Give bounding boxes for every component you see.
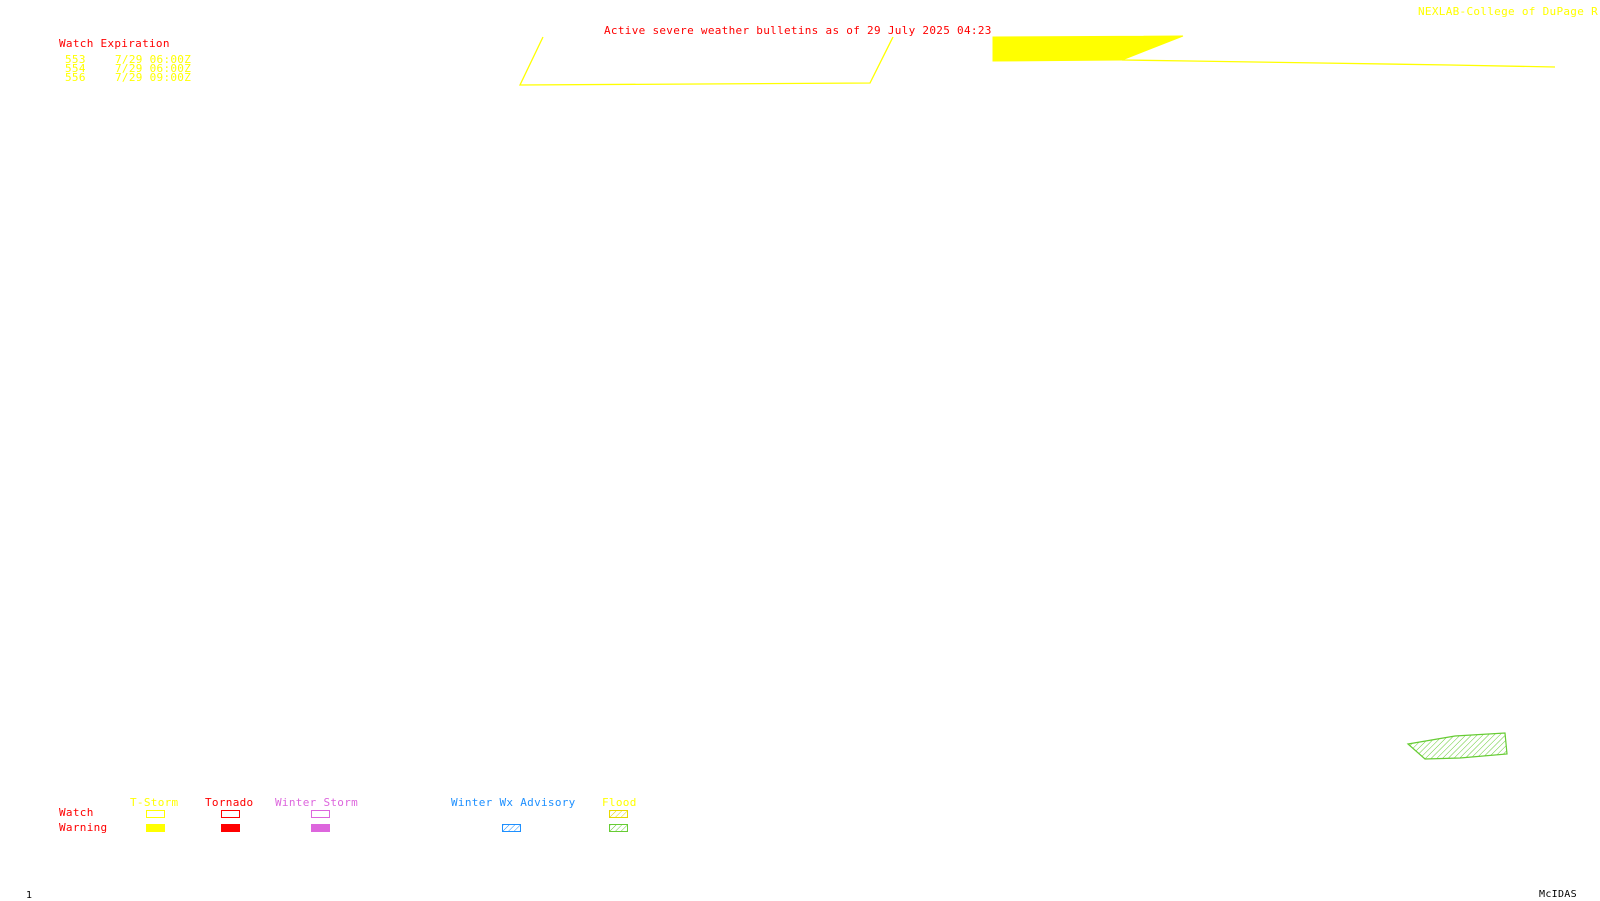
legend-category-flood: Flood — [602, 796, 637, 809]
watch-expiration-time: 7/29 06:00Z — [115, 62, 192, 75]
winter-wx-advisory-swatch — [502, 824, 521, 832]
tstorm-warning-polygon — [992, 35, 1184, 62]
software-label: McIDAS — [1539, 889, 1577, 900]
tornado-warning-swatch — [221, 824, 240, 832]
legend-row-watch: Watch — [59, 806, 94, 819]
credit-label: NEXLAB-College of DuPage R — [1418, 5, 1598, 18]
bulletin-title: Active severe weather bulletins as of 29… — [604, 24, 992, 37]
legend-category-tornado: Tornado — [205, 796, 254, 809]
tstorm-watch-swatch — [146, 810, 165, 818]
watch-expiration-heading: Watch Expiration — [59, 37, 170, 50]
legend-category-winter-wx-advisory: Winter Wx Advisory — [451, 796, 576, 809]
legend-category-tstorm: T-Storm — [130, 796, 179, 809]
flood-warning-swatch — [609, 824, 628, 832]
flood-warning-polygon — [1406, 732, 1508, 760]
flood-watch-swatch — [609, 810, 628, 818]
watch-expiration-time: 7/29 09:00Z — [115, 71, 192, 84]
tornado-watch-swatch — [221, 810, 240, 818]
watch-number: 554 — [65, 62, 86, 75]
legend-row-warning: Warning — [59, 821, 108, 834]
watch-number: 556 — [65, 71, 86, 84]
winter-storm-warning-swatch — [311, 824, 330, 832]
winter-storm-watch-swatch — [311, 810, 330, 818]
watch-expiration-time: 7/29 06:00Z — [115, 53, 192, 66]
watch-number: 553 — [65, 53, 86, 66]
tstorm-warning-swatch — [146, 824, 165, 832]
tstorm-watch-boundary-line — [1121, 59, 1556, 68]
legend-category-winter-storm: Winter Storm — [275, 796, 359, 809]
tstorm-watch-outline — [518, 36, 894, 86]
frame-number: 1 — [26, 890, 33, 901]
